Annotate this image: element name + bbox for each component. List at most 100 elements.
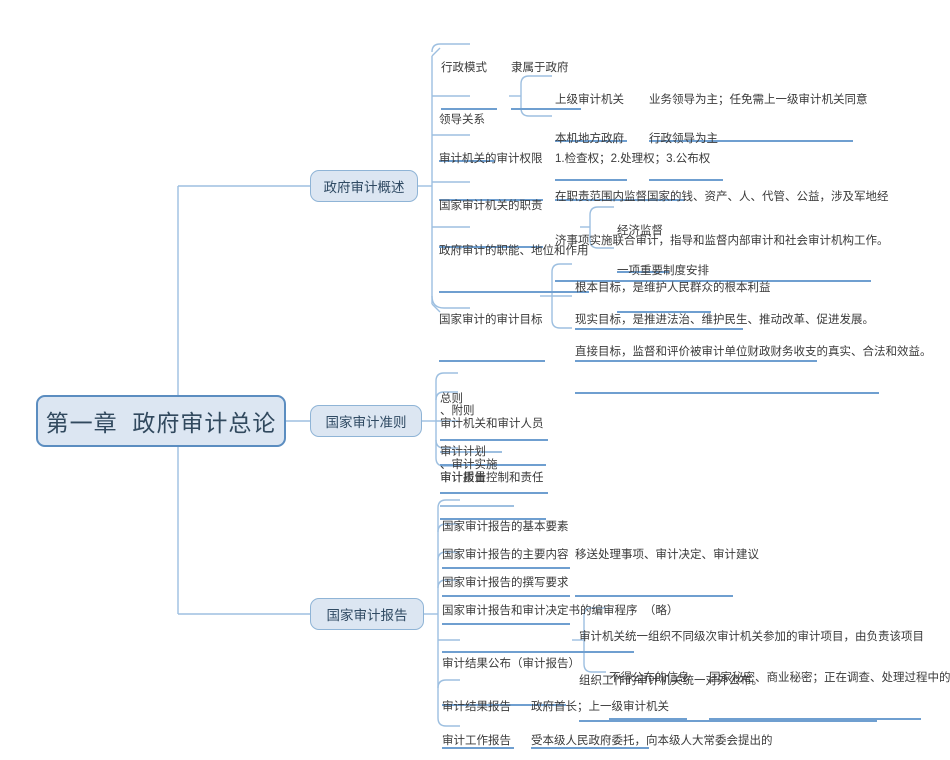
- leaf-underline: [579, 720, 877, 722]
- leaf-superior-audit-authority[interactable]: 上级审计机关: [552, 63, 630, 174]
- branch-node-national-audit-report[interactable]: 国家审计报告: [310, 598, 424, 630]
- leaf-label: 国家审计机关的职责: [439, 200, 543, 212]
- leaf-underline: [442, 651, 634, 653]
- leaf-realistic-objective[interactable]: 现实目标，是推进法治、维护民生、推动改革、促进发展。: [572, 283, 874, 394]
- leaf-non-publishable-information[interactable]: 不得公布的信息: [606, 641, 690, 752]
- leaf-value: 业务领导为主；任免需上一级审计机关同意: [649, 94, 868, 106]
- leaf-non-publishable-information-value[interactable]: 国家秘密、商业秘密；正在调查、处理过程中的事项: [706, 641, 950, 752]
- leaf-label: 审计计划: [440, 446, 486, 458]
- leaf-label: 审计机关的审计权限: [439, 153, 543, 165]
- leaf-direct-objective[interactable]: 直接目标，监督和评价被审计单位财政财务收支的真实、合法和效益。: [572, 315, 932, 426]
- leaf-value-line-1: 在职责范围内监督国家的钱、资产、人、代管、公益，涉及军地经: [555, 191, 889, 203]
- leaf-underline: [649, 140, 853, 142]
- leaf-underline: [531, 747, 649, 749]
- leaf-underline: [441, 108, 497, 110]
- leaf-audit-implementation[interactable]: 、审计实施: [437, 428, 517, 539]
- leaf-underline: [440, 451, 502, 453]
- leaf-underline: [555, 140, 627, 142]
- leaf-supplementary-provisions[interactable]: 、附则: [437, 374, 505, 485]
- leaf-label: 国家审计的审计目标: [439, 314, 543, 326]
- leaf-underline: [511, 108, 581, 110]
- leaf-value-line-2: 济事项实施联合审计，指导和监督内部审计和社会审计机构工作。: [555, 235, 889, 247]
- branch-node-label: 国家审计准则: [325, 415, 407, 430]
- leaf-local-government-value[interactable]: 行政领导为主: [646, 102, 726, 213]
- leaf-label: 经济监督: [617, 225, 663, 237]
- leaf-audit-work-report-value[interactable]: 受本级人民政府委托，向本级人大常委会提出的: [528, 704, 773, 760]
- leaf-audit-result-report-value[interactable]: 政府首长；上一级审计机关: [528, 670, 669, 760]
- leaf-audit-work-report[interactable]: 审计工作报告: [439, 704, 517, 760]
- leaf-label: 根本目标，是维护人民群众的根本利益: [575, 282, 771, 294]
- leaf-report-main-content[interactable]: 国家审计报告的主要内容: [439, 518, 573, 629]
- leaf-underline: [440, 492, 548, 494]
- leaf-national-audit-duties-value[interactable]: 在职责范围内监督国家的钱、资产、人、代管、公益，涉及军地经 济事项实施联合审计，…: [552, 160, 889, 314]
- leaf-underline: [442, 595, 570, 597]
- leaf-underline: [440, 439, 548, 441]
- leaf-label: 审计结果公布（审计报告）: [442, 658, 580, 670]
- leaf-audit-authority-powers[interactable]: 审计机关的审计权限: [436, 122, 546, 233]
- leaf-leadership-relation[interactable]: 领导关系: [436, 83, 498, 194]
- leaf-audit-report-standard[interactable]: 审计报告: [437, 441, 495, 518]
- leaf-audit-plan[interactable]: 审计计划: [437, 415, 551, 526]
- leaf-administrative-model-value[interactable]: 隶属于政府: [508, 31, 584, 142]
- leaf-underline: [555, 199, 685, 201]
- leaf-administrative-model[interactable]: 行政模式: [438, 31, 500, 142]
- leaf-label: 直接目标，监督和评价被审计单位财政财务收支的真实、合法和效益。: [575, 346, 932, 358]
- leaf-label: 领导关系: [439, 114, 485, 126]
- leaf-underline: [439, 291, 589, 293]
- leaf-audit-authority-and-personnel[interactable]: 审计机关和审计人员: [437, 387, 549, 498]
- leaf-underline: [439, 199, 543, 201]
- leaf-audit-quality-control-and-responsibility[interactable]: 审计质量控制和责任: [437, 441, 549, 552]
- branch-node-government-audit-overview[interactable]: 政府审计概述: [310, 170, 418, 202]
- branch-node-national-audit-standards[interactable]: 国家审计准则: [310, 405, 422, 437]
- leaf-local-government[interactable]: 本机地方政府: [552, 102, 630, 213]
- leaf-label: 行政模式: [441, 62, 487, 74]
- leaf-label: 、审计实施: [440, 459, 498, 471]
- leaf-national-audit-duties[interactable]: 国家审计机关的职责: [436, 169, 546, 280]
- leaf-label: 本机地方政府: [555, 133, 624, 145]
- leaf-label: 现实目标，是推进法治、维护民生、推动改革、促进发展。: [575, 314, 874, 326]
- leaf-important-institutional-arrangement[interactable]: 一项重要制度安排: [614, 234, 714, 345]
- leaf-underline: [439, 246, 543, 248]
- leaf-audit-authority-powers-value[interactable]: 1.检查权；2.处理权；3.公布权: [552, 122, 711, 233]
- leaf-report-basic-elements[interactable]: 国家审计报告的基本要素: [439, 490, 573, 601]
- leaf-value: 1.检查权；2.处理权；3.公布权: [555, 153, 711, 165]
- leaf-underline: [649, 179, 723, 181]
- leaf-label: 审计质量控制和责任: [440, 472, 544, 484]
- leaf-superior-audit-authority-value[interactable]: 业务领导为主；任免需上一级审计机关同意: [646, 63, 868, 174]
- leaf-fundamental-objective[interactable]: 根本目标，是维护人民群众的根本利益: [572, 251, 771, 362]
- leaf-unified-publication-rule[interactable]: 审计机关统一组织不同级次审计机关参加的审计项目，由负责该项目 组织工作的审计机关…: [576, 600, 924, 754]
- leaf-underline: [442, 704, 566, 706]
- leaf-underline: [442, 623, 570, 625]
- leaf-label: 审计工作报告: [442, 735, 511, 747]
- leaf-value: 受本级人民政府委托，向本级人大常委会提出的: [531, 735, 773, 747]
- leaf-label: 上级审计机关: [555, 94, 624, 106]
- leaf-underline: [617, 311, 711, 313]
- leaf-value: 政府首长；上一级审计机关: [531, 701, 669, 713]
- leaf-national-audit-objectives[interactable]: 国家审计的审计目标: [436, 283, 548, 394]
- leaf-general-provisions[interactable]: 总则: [437, 362, 551, 473]
- leaf-underline: [440, 464, 546, 466]
- leaf-value-line-2: 组织工作的审计机关统一对外公布。: [579, 675, 763, 687]
- leaf-underline: [609, 718, 687, 720]
- leaf-underline: [442, 567, 570, 569]
- leaf-report-writing-requirements[interactable]: 国家审计报告的撰写要求: [439, 546, 573, 657]
- leaf-label: 总则: [440, 393, 463, 405]
- root-node[interactable]: 第一章 政府审计总论: [36, 395, 286, 447]
- leaf-report-main-content-value[interactable]: 移送处理事项、审计决定、审计建议: [572, 518, 759, 629]
- leaf-economic-supervision[interactable]: 经济监督: [614, 194, 672, 305]
- leaf-audit-function-status-role[interactable]: 政府审计的职能、地位和作用: [436, 214, 592, 325]
- leaf-audit-result-publication[interactable]: 审计结果公布（审计报告）: [439, 627, 580, 738]
- leaf-label: 一项重要制度安排: [617, 265, 709, 277]
- leaf-underline: [439, 160, 495, 162]
- leaf-label: 审计结果报告: [442, 701, 511, 713]
- leaf-underline: [575, 360, 817, 362]
- leaf-underline: [439, 360, 545, 362]
- leaf-label: 、附则: [440, 405, 475, 417]
- leaf-label: 政府审计的职能、地位和作用: [439, 245, 589, 257]
- leaf-label: 不得公布的信息: [609, 672, 690, 684]
- leaf-underline: [440, 518, 546, 520]
- leaf-underline: [709, 718, 921, 720]
- branch-node-label: 国家审计报告: [326, 608, 408, 623]
- leaf-underline: [575, 595, 733, 597]
- leaf-audit-result-report[interactable]: 审计结果报告: [439, 670, 517, 760]
